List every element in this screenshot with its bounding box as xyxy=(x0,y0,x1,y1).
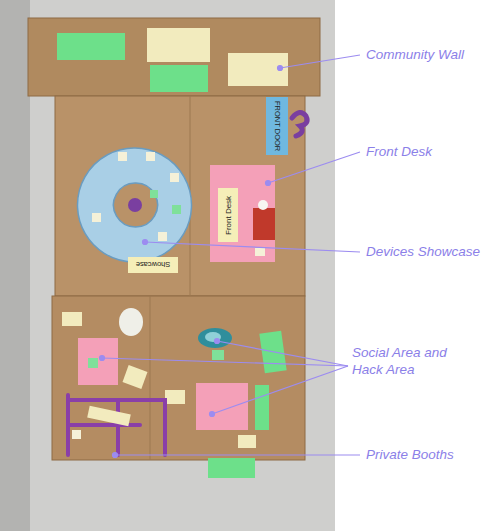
device-card xyxy=(170,173,179,182)
sticky-note xyxy=(212,350,224,360)
table xyxy=(78,338,118,385)
hack-table xyxy=(196,383,248,430)
sticky-note xyxy=(228,53,288,86)
sticky-note xyxy=(255,248,265,256)
callout-label: Front Desk xyxy=(366,143,496,160)
leader-dot xyxy=(215,339,220,344)
figure xyxy=(119,308,143,336)
device-card xyxy=(150,190,158,198)
device-card xyxy=(92,213,101,222)
sticky-note xyxy=(72,430,81,439)
note-text: FRONT DOOR xyxy=(273,101,282,151)
leader-line xyxy=(115,454,360,455)
leader-dot xyxy=(113,453,118,458)
leader-dot xyxy=(100,356,105,361)
leader-lines xyxy=(100,55,361,458)
figure xyxy=(292,112,307,136)
leader-line xyxy=(217,341,348,366)
sticky-note xyxy=(150,65,208,92)
floor-panel xyxy=(52,296,305,460)
booth-wall xyxy=(68,395,165,455)
callout-label: Devices Showcase xyxy=(366,243,496,260)
figure xyxy=(258,200,268,210)
callout-label: Community Wall xyxy=(366,46,496,63)
desk-counter xyxy=(253,208,275,240)
sticky-note xyxy=(147,28,210,62)
device-card xyxy=(172,205,181,214)
sticky-note xyxy=(87,406,131,426)
desk-note: Front Desk xyxy=(218,188,238,242)
wall-panel xyxy=(28,18,320,96)
callout-label: Private Booths xyxy=(366,446,496,463)
floor-shadow xyxy=(0,0,30,531)
sticky-note xyxy=(165,390,185,404)
device-card xyxy=(158,232,167,241)
floor-panel xyxy=(55,96,305,296)
device-card xyxy=(146,152,155,161)
leader-line xyxy=(145,242,360,252)
leader-line xyxy=(268,152,360,183)
callout-label: Social Area and Hack Area xyxy=(352,344,472,378)
sticky-note xyxy=(123,365,148,389)
leader-line xyxy=(280,55,360,68)
leader-dot xyxy=(143,240,148,245)
leader-dot xyxy=(278,66,283,71)
sticky-note xyxy=(88,358,98,368)
sticky-note xyxy=(62,312,82,326)
leader-dot xyxy=(210,412,215,417)
floor-background xyxy=(0,0,335,531)
door-card: FRONT DOOR xyxy=(266,97,288,155)
sticky-note xyxy=(208,458,255,478)
device-card xyxy=(118,152,127,161)
leader-dot xyxy=(266,181,271,186)
note-text: Showcase xyxy=(136,261,171,270)
leader-line xyxy=(212,366,348,414)
showcase-center xyxy=(128,198,142,212)
showcase-note: Showcase xyxy=(128,257,178,273)
sticky-note xyxy=(255,385,269,430)
sticky-note xyxy=(238,435,256,448)
note-text: Front Desk xyxy=(224,195,233,234)
social-seat xyxy=(198,328,232,348)
showcase-ring xyxy=(78,148,192,262)
cardboard-crease xyxy=(150,296,151,460)
sticky-note xyxy=(57,33,125,60)
